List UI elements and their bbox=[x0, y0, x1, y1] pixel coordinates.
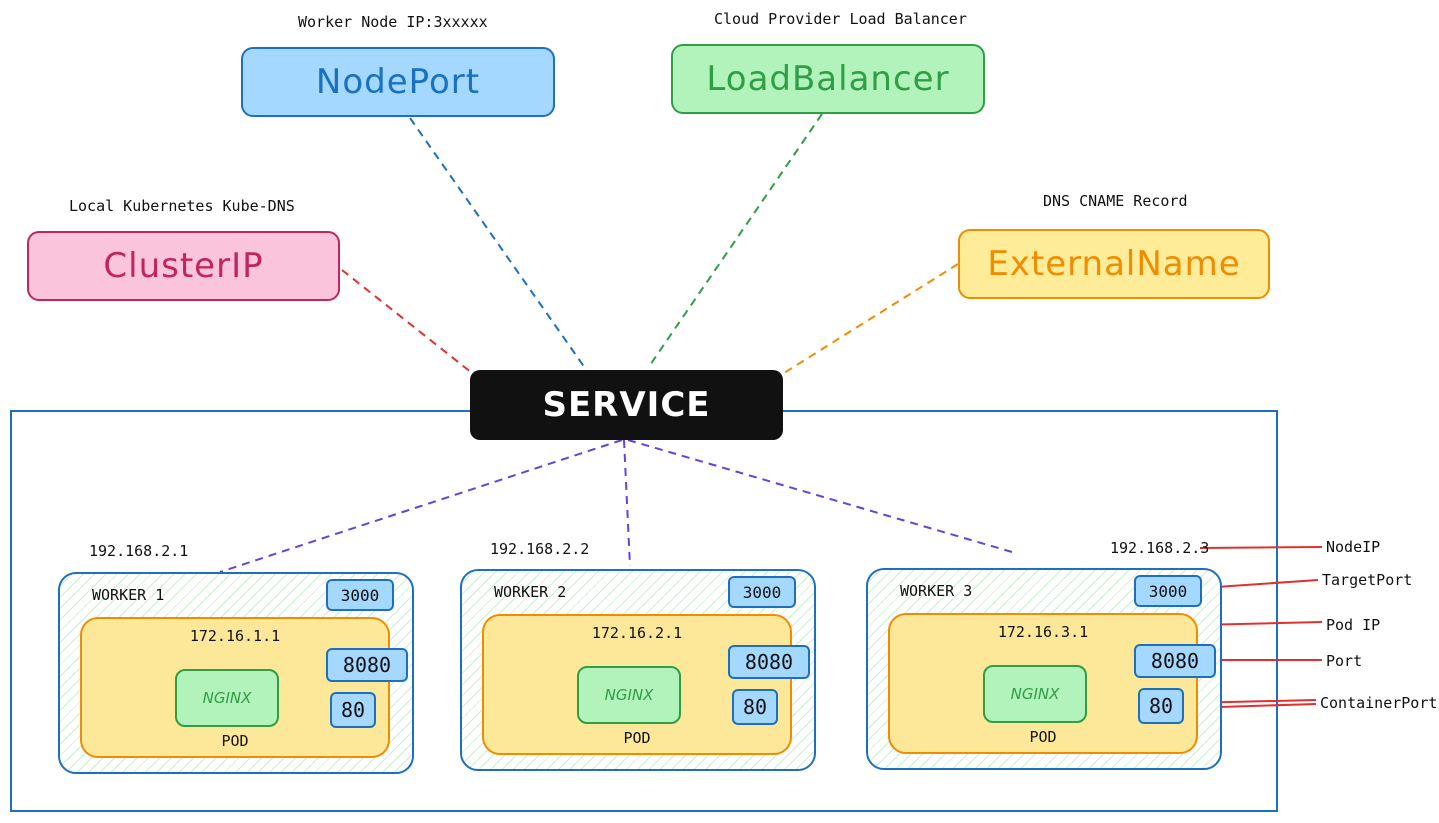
worker-label: WORKER 3 bbox=[900, 582, 973, 600]
worker-node[interactable]: WORKER 3 3000 172.16.3.1 NGINX POD 8080 … bbox=[866, 568, 1222, 770]
worker1-connector bbox=[219, 439, 623, 573]
loadbalancer-connector bbox=[647, 113, 823, 369]
pod-box[interactable]: 172.16.3.1 NGINX POD bbox=[888, 613, 1198, 754]
nodeport-box[interactable]: NodePort bbox=[241, 47, 555, 117]
worker-label: WORKER 1 bbox=[92, 586, 165, 604]
port-box: 8080 bbox=[728, 645, 810, 679]
worker3-node-ip: 192.168.2.3 bbox=[1110, 539, 1210, 557]
target-port-box: 3000 bbox=[728, 576, 796, 608]
externalname-connector bbox=[783, 263, 959, 374]
legend-containerport: ContainerPort bbox=[1320, 694, 1438, 712]
legend-port: Port bbox=[1326, 652, 1363, 670]
clusterip-connector bbox=[341, 269, 473, 374]
pod-ip: 172.16.1.1 bbox=[189, 627, 281, 645]
target-port-box: 3000 bbox=[1134, 575, 1202, 607]
nginx-container[interactable]: NGINX bbox=[577, 666, 681, 724]
clusterip-box[interactable]: ClusterIP bbox=[27, 231, 340, 301]
nodeport-connector bbox=[409, 117, 586, 369]
loadbalancer-caption: Cloud Provider Load Balancer bbox=[714, 10, 967, 28]
worker1-node-ip: 192.168.2.1 bbox=[89, 542, 189, 560]
externalname-caption: DNS CNAME Record bbox=[1043, 192, 1188, 210]
pod-label: POD bbox=[1029, 728, 1057, 746]
legend-podip: Pod IP bbox=[1326, 616, 1381, 634]
nginx-container[interactable]: NGINX bbox=[983, 665, 1087, 723]
container-port-box: 80 bbox=[330, 692, 376, 728]
target-port-box: 3000 bbox=[326, 579, 394, 611]
container-port-box: 80 bbox=[1138, 688, 1184, 724]
nodeport-caption: Worker Node IP:3xxxxx bbox=[298, 13, 488, 31]
port-box: 8080 bbox=[326, 648, 408, 682]
worker-label: WORKER 2 bbox=[494, 583, 567, 601]
legend-targetport: TargetPort bbox=[1322, 571, 1413, 589]
pod-box[interactable]: 172.16.1.1 NGINX POD bbox=[80, 617, 390, 758]
pod-box[interactable]: 172.16.2.1 NGINX POD bbox=[482, 614, 792, 755]
container-port-box: 80 bbox=[732, 689, 778, 725]
pod-ip: 172.16.3.1 bbox=[997, 623, 1089, 641]
clusterip-caption: Local Kubernetes Kube-DNS bbox=[69, 197, 295, 215]
worker-node[interactable]: WORKER 2 3000 172.16.2.1 NGINX POD 8080 … bbox=[460, 569, 816, 771]
pod-label: POD bbox=[623, 729, 651, 747]
pod-label: POD bbox=[221, 732, 249, 750]
nginx-container[interactable]: NGINX bbox=[175, 669, 279, 727]
worker-node[interactable]: WORKER 1 3000 172.16.1.1 NGINX POD 8080 … bbox=[58, 572, 414, 774]
legend-nodeip: NodeIP bbox=[1326, 538, 1381, 556]
worker2-connector bbox=[623, 439, 631, 567]
service-box[interactable]: SERVICE bbox=[470, 370, 783, 440]
loadbalancer-box[interactable]: LoadBalancer bbox=[671, 44, 985, 114]
nodeip-annotation-line bbox=[1199, 546, 1323, 549]
worker3-connector bbox=[627, 439, 1013, 553]
port-box: 8080 bbox=[1134, 644, 1216, 678]
externalname-box[interactable]: ExternalName bbox=[958, 229, 1270, 299]
pod-ip: 172.16.2.1 bbox=[591, 624, 683, 642]
worker2-node-ip: 192.168.2.2 bbox=[490, 540, 590, 558]
